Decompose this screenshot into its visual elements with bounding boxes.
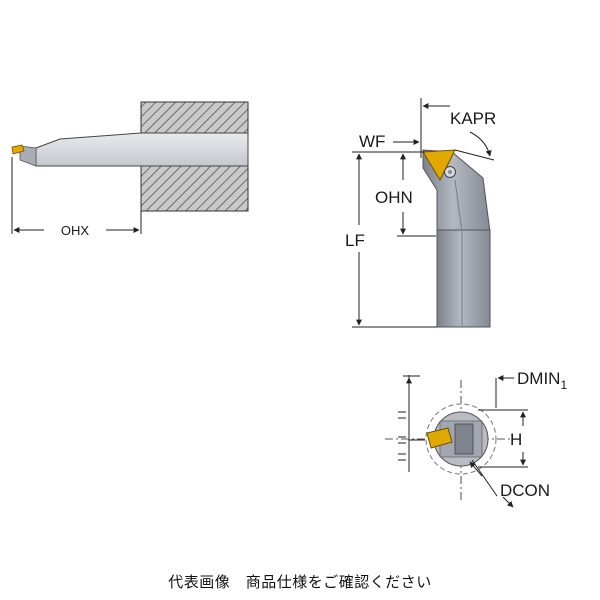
dcon-arrow bbox=[469, 461, 483, 477]
min-bore-circle bbox=[425, 403, 497, 475]
dcon-label: DCON bbox=[500, 481, 550, 500]
dmin-subscript: 1 bbox=[560, 378, 567, 392]
end-view-insert bbox=[426, 427, 453, 449]
kapr-ext bbox=[454, 149, 495, 161]
lf-label: LF bbox=[345, 231, 365, 250]
tool-shank bbox=[436, 229, 491, 328]
h-label: H bbox=[510, 430, 522, 449]
triangular-insert bbox=[422, 149, 456, 182]
dmin-label: DMIN1 bbox=[517, 369, 567, 392]
head-edge-line bbox=[454, 179, 463, 233]
insert-tip bbox=[11, 144, 25, 155]
side-view: OHX bbox=[11, 101, 249, 238]
kapr-label: KAPR bbox=[450, 109, 496, 128]
end-inner-block bbox=[454, 423, 474, 455]
kapr-angle-arc bbox=[469, 131, 492, 157]
dmin-text: DMIN bbox=[517, 369, 560, 388]
representative-image-caption: 代表画像 商品仕様をご確認ください bbox=[168, 573, 432, 591]
insert-screw-center bbox=[448, 170, 452, 174]
wf-label: WF bbox=[359, 132, 385, 151]
ohn-label: OHN bbox=[375, 188, 413, 207]
front-view: WF KAPR OHN LF bbox=[345, 98, 496, 328]
end-view: DMIN1 H DCON bbox=[385, 369, 567, 508]
ohx-label: OHX bbox=[61, 223, 90, 238]
dcon-leader bbox=[471, 459, 498, 497]
holder-bottom-block bbox=[140, 165, 249, 212]
dcon-arrow-2 bbox=[502, 496, 514, 508]
boring-bar-shank bbox=[35, 132, 249, 167]
